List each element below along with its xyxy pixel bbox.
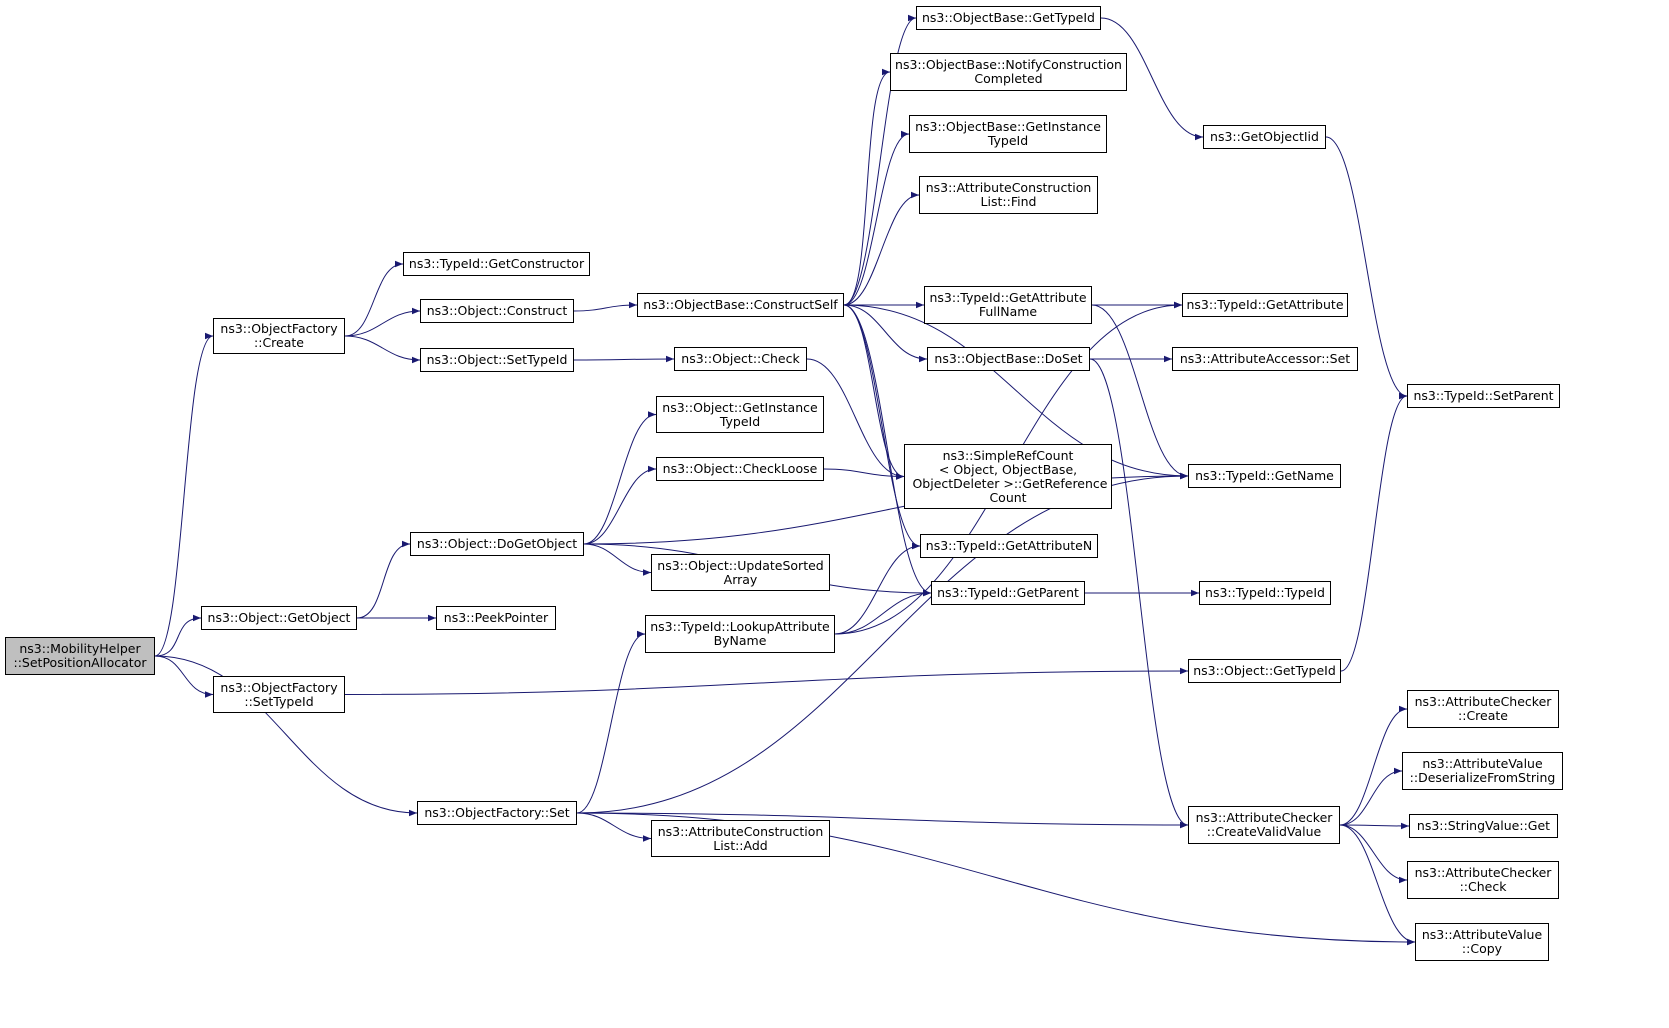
edge-object-factory-set-to-attribute-checker-create-valid-value — [576, 812, 1189, 829]
node-object-construct[interactable]: ns3::Object::Construct — [420, 299, 574, 323]
node-object-base-get-type-id[interactable]: ns3::ObjectBase::GetTypeId — [916, 6, 1101, 30]
node-attribute-construction-list-add[interactable]: ns3::AttributeConstruction List::Add — [651, 820, 830, 857]
edge-attribute-checker-create-valid-value-to-attribute-checker-create — [1339, 705, 1408, 826]
node-object-update-sorted-array[interactable]: ns3::Object::UpdateSorted Array — [651, 554, 830, 591]
node-object-base-do-set[interactable]: ns3::ObjectBase::DoSet — [927, 347, 1090, 371]
node-attribute-checker-create[interactable]: ns3::AttributeChecker ::Create — [1407, 690, 1559, 728]
edge-object-base-construct-self-to-object-base-get-type-id — [843, 14, 917, 306]
edge-object-check-loose-to-simple-ref-count-get-reference-count — [823, 468, 905, 480]
edge-object-factory-create-to-object-set-type-id — [344, 335, 421, 364]
edge-object-do-get-object-to-object-check-loose — [583, 465, 657, 545]
node-attribute-value-copy[interactable]: ns3::AttributeValue ::Copy — [1415, 923, 1549, 961]
node-type-id-lookup-attribute-by-name[interactable]: ns3::TypeId::LookupAttribute ByName — [645, 615, 835, 653]
edge-attribute-checker-create-valid-value-to-string-value-get — [1339, 822, 1410, 830]
node-type-id-set-parent[interactable]: ns3::TypeId::SetParent — [1407, 384, 1560, 408]
edge-object-base-construct-self-to-object-base-notify-construction-completed — [843, 68, 891, 306]
node-type-id-get-attribute-full-name[interactable]: ns3::TypeId::GetAttribute FullName — [924, 286, 1092, 324]
edge-object-factory-set-to-type-id-lookup-attribute-by-name — [576, 630, 646, 814]
edge-object-do-get-object-to-object-get-instance-type-id — [583, 411, 657, 545]
edge-object-factory-create-to-object-construct — [344, 307, 421, 337]
node-attribute-checker-check[interactable]: ns3::AttributeChecker ::Check — [1407, 861, 1559, 899]
node-object-check[interactable]: ns3::Object::Check — [674, 347, 807, 371]
edge-object-get-object-to-object-do-get-object — [356, 540, 411, 619]
edge-object-check-to-simple-ref-count-get-reference-count — [806, 358, 905, 480]
edge-attribute-checker-create-valid-value-to-attribute-value-deserialize-from-string — [1339, 767, 1403, 826]
edge-attribute-checker-create-valid-value-to-attribute-checker-check — [1339, 824, 1408, 884]
edge-object-do-get-object-to-object-update-sorted-array — [583, 543, 652, 576]
edge-object-set-type-id-to-object-check — [573, 355, 675, 363]
node-object-base-construct-self[interactable]: ns3::ObjectBase::ConstructSelf — [637, 293, 844, 317]
node-object-factory-set-type-id[interactable]: ns3::ObjectFactory ::SetTypeId — [213, 676, 345, 713]
edge-set-position-allocator-to-object-get-object — [154, 614, 202, 657]
node-type-id-get-constructor[interactable]: ns3::TypeId::GetConstructor — [403, 252, 590, 276]
edge-object-base-construct-self-to-type-id-get-parent — [843, 304, 932, 597]
node-simple-ref-count-get-reference-count[interactable]: ns3::SimpleRefCount < Object, ObjectBase… — [904, 444, 1112, 509]
node-object-do-get-object[interactable]: ns3::Object::DoGetObject — [410, 532, 584, 556]
node-object-base-get-instance-type-id[interactable]: ns3::ObjectBase::GetInstance TypeId — [909, 115, 1107, 153]
node-attribute-construction-list-find[interactable]: ns3::AttributeConstruction List::Find — [919, 176, 1098, 214]
node-string-value-get[interactable]: ns3::StringValue::Get — [1409, 814, 1558, 838]
edge-object-base-construct-self-to-type-id-get-name — [843, 304, 1189, 480]
node-set-position-allocator[interactable]: ns3::MobilityHelper ::SetPositionAllocat… — [5, 637, 155, 675]
node-object-get-type-id[interactable]: ns3::Object::GetTypeId — [1188, 659, 1341, 683]
edge-object-construct-to-object-base-construct-self — [573, 301, 638, 312]
edge-set-position-allocator-to-object-factory-set-type-id — [154, 655, 214, 698]
node-attribute-value-deserialize-from-string[interactable]: ns3::AttributeValue ::DeserializeFromStr… — [1402, 752, 1563, 790]
edge-object-base-do-set-to-attribute-checker-create-valid-value — [1089, 358, 1189, 829]
node-object-get-object[interactable]: ns3::Object::GetObject — [201, 606, 357, 630]
edge-get-object-iid-to-type-id-set-parent — [1325, 136, 1408, 400]
edge-object-get-type-id-to-type-id-set-parent — [1340, 392, 1408, 672]
node-object-set-type-id[interactable]: ns3::Object::SetTypeId — [420, 348, 574, 372]
edge-object-base-construct-self-to-object-base-get-instance-type-id — [843, 130, 910, 306]
edge-attribute-checker-create-valid-value-to-attribute-value-copy — [1339, 824, 1416, 946]
edge-object-base-construct-self-to-simple-ref-count-get-reference-count — [843, 304, 905, 480]
node-type-id-type-id[interactable]: ns3::TypeId::TypeId — [1199, 581, 1331, 605]
edge-object-base-construct-self-to-type-id-get-attribute-n — [843, 304, 921, 550]
node-type-id-get-parent[interactable]: ns3::TypeId::GetParent — [931, 581, 1085, 605]
node-object-base-notify-construction-completed[interactable]: ns3::ObjectBase::NotifyConstruction Comp… — [890, 53, 1127, 91]
edge-set-position-allocator-to-object-factory-create — [154, 332, 214, 657]
edge-object-factory-set-to-attribute-construction-list-add — [576, 812, 652, 842]
node-type-id-get-attribute-n[interactable]: ns3::TypeId::GetAttributeN — [920, 534, 1098, 558]
edge-object-factory-set-type-id-to-object-get-type-id — [344, 667, 1189, 695]
edge-object-base-construct-self-to-object-base-do-set — [843, 304, 928, 363]
edge-object-factory-create-to-type-id-get-constructor — [344, 260, 404, 337]
edge-object-base-construct-self-to-attribute-construction-list-find — [843, 191, 920, 306]
node-object-get-instance-type-id[interactable]: ns3::Object::GetInstance TypeId — [656, 396, 824, 433]
edge-type-id-lookup-attribute-by-name-to-type-id-get-attribute-n — [834, 542, 921, 635]
node-type-id-get-name[interactable]: ns3::TypeId::GetName — [1188, 464, 1341, 488]
edge-set-position-allocator-to-object-factory-set — [154, 655, 418, 817]
edge-object-base-get-type-id-to-get-object-iid — [1100, 17, 1204, 141]
node-object-factory-set[interactable]: ns3::ObjectFactory::Set — [417, 801, 577, 825]
node-get-object-iid[interactable]: ns3::GetObjectIid — [1203, 125, 1326, 149]
node-type-id-get-attribute[interactable]: ns3::TypeId::GetAttribute — [1182, 293, 1348, 317]
node-attribute-checker-create-valid-value[interactable]: ns3::AttributeChecker ::CreateValidValue — [1188, 806, 1340, 844]
node-attribute-accessor-set[interactable]: ns3::AttributeAccessor::Set — [1172, 347, 1358, 371]
edge-type-id-get-attribute-full-name-to-type-id-get-name — [1091, 304, 1189, 480]
node-object-factory-create[interactable]: ns3::ObjectFactory ::Create — [213, 318, 345, 354]
node-object-check-loose[interactable]: ns3::Object::CheckLoose — [656, 457, 824, 481]
node-peek-pointer[interactable]: ns3::PeekPointer — [436, 606, 556, 630]
edge-type-id-lookup-attribute-by-name-to-type-id-get-parent — [834, 589, 932, 635]
